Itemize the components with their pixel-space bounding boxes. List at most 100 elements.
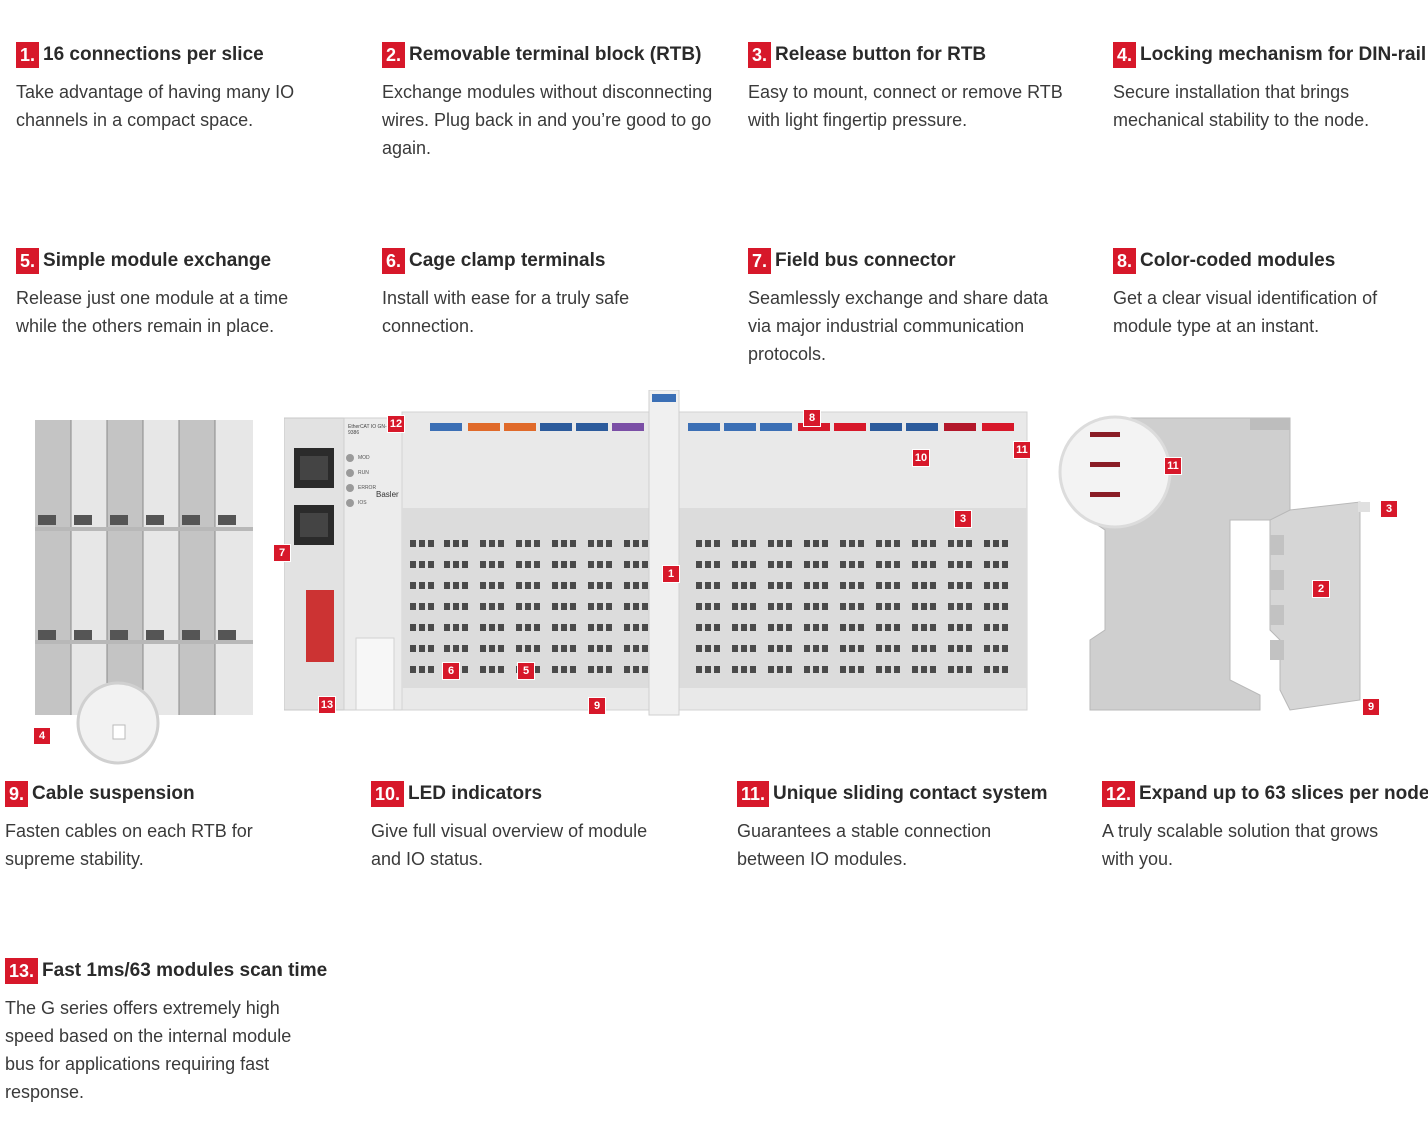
terminal-clamp xyxy=(930,645,936,652)
terminal-clamp xyxy=(1002,603,1008,610)
terminal-clamp xyxy=(813,582,819,589)
terminal-clamp xyxy=(453,645,459,652)
module-cap xyxy=(724,423,756,431)
terminal-clamp xyxy=(419,666,425,673)
module-cap xyxy=(834,423,866,431)
terminal-clamp xyxy=(786,561,792,568)
terminal-clamp xyxy=(741,666,747,673)
feature-4: 4.Locking mechanism for DIN-rail Secure … xyxy=(1113,40,1426,134)
feature-11: 11.Unique sliding contact system Guarant… xyxy=(737,779,1077,873)
terminal-clamp xyxy=(606,582,612,589)
terminal-clamp xyxy=(525,645,531,652)
module-cap xyxy=(612,423,644,431)
feature-13: 13.Fast 1ms/63 modules scan time The G s… xyxy=(5,956,345,1106)
terminal-clamp xyxy=(705,666,711,673)
terminal-clamp xyxy=(930,582,936,589)
terminal-clamp xyxy=(498,624,504,631)
terminal-clamp xyxy=(642,540,648,547)
callout-badge: 11 xyxy=(1013,441,1031,459)
feature-description: Secure installation that brings mechanic… xyxy=(1113,82,1370,130)
feature-title: Release button for RTB xyxy=(775,44,987,65)
terminal-clamp xyxy=(516,624,522,631)
feature-number: 7. xyxy=(748,248,772,274)
terminal-clamp xyxy=(804,540,810,547)
terminal-clamp xyxy=(480,624,486,631)
terminal-clamp xyxy=(489,540,495,547)
terminal-clamp xyxy=(525,603,531,610)
terminal-clamp xyxy=(921,624,927,631)
terminal-clamp xyxy=(606,645,612,652)
terminal-clamp xyxy=(534,624,540,631)
terminal-clamp xyxy=(534,645,540,652)
terminal-clamp xyxy=(705,540,711,547)
feature-number: 5. xyxy=(16,248,40,274)
module-cap xyxy=(760,423,792,431)
slices-illustration xyxy=(35,420,253,765)
terminal-clamp xyxy=(849,666,855,673)
terminal-clamp xyxy=(876,645,882,652)
callout-badge: 9 xyxy=(1362,698,1380,716)
terminal-clamp xyxy=(489,666,495,673)
terminal-clamp xyxy=(777,666,783,673)
terminal-clamp xyxy=(822,540,828,547)
terminal-clamp xyxy=(696,666,702,673)
terminal-clamp xyxy=(606,603,612,610)
feature-1: 1.16 connections per slice Take advantag… xyxy=(16,40,356,134)
terminal-clamp xyxy=(597,603,603,610)
terminal-clamp xyxy=(498,540,504,547)
terminal-clamp xyxy=(984,561,990,568)
terminal-clamp xyxy=(714,582,720,589)
terminal-clamp xyxy=(462,561,468,568)
terminal-clamp xyxy=(930,540,936,547)
terminal-clamp xyxy=(966,582,972,589)
terminal-clamp xyxy=(858,603,864,610)
terminal-clamp xyxy=(777,540,783,547)
terminal-clamp xyxy=(750,666,756,673)
terminal-clamp xyxy=(597,561,603,568)
module-cap xyxy=(870,423,902,431)
terminal-clamp xyxy=(453,624,459,631)
terminal-clamp xyxy=(741,582,747,589)
terminal-clamp xyxy=(786,582,792,589)
terminal-clamp xyxy=(462,603,468,610)
terminal-clamp xyxy=(849,645,855,652)
terminal-clamp xyxy=(633,666,639,673)
terminal-clamp xyxy=(570,624,576,631)
terminal-clamp xyxy=(768,624,774,631)
callout-badge: 6 xyxy=(442,662,460,680)
terminal-clamp xyxy=(849,561,855,568)
terminal-clamp xyxy=(419,561,425,568)
terminal-clamp xyxy=(552,624,558,631)
terminal-clamp xyxy=(552,603,558,610)
feature-title: Cage clamp terminals xyxy=(409,250,606,271)
terminal-clamp xyxy=(966,561,972,568)
terminal-clamp xyxy=(777,645,783,652)
terminal-clamp xyxy=(732,582,738,589)
terminal-clamp xyxy=(705,582,711,589)
terminal-clamp xyxy=(462,582,468,589)
terminal-clamp xyxy=(633,645,639,652)
terminal-clamp xyxy=(813,666,819,673)
terminal-clamp xyxy=(696,603,702,610)
feature-number: 8. xyxy=(1113,248,1137,274)
terminal-clamp xyxy=(1002,666,1008,673)
module-caps xyxy=(284,390,1034,720)
terminal-clamp xyxy=(428,603,434,610)
terminal-clamp xyxy=(462,540,468,547)
terminal-clamp xyxy=(948,561,954,568)
terminal-clamp xyxy=(410,603,416,610)
feature-title: LED indicators xyxy=(408,783,543,804)
terminal-clamp xyxy=(1002,540,1008,547)
module-cap xyxy=(944,423,976,431)
terminal-clamp xyxy=(768,603,774,610)
terminal-clamp xyxy=(840,645,846,652)
terminal-clamp xyxy=(768,582,774,589)
terminal-clamp xyxy=(453,582,459,589)
terminal-clamp xyxy=(428,540,434,547)
terminal-clamp xyxy=(930,561,936,568)
terminal-clamp xyxy=(696,561,702,568)
feature-title: Fast 1ms/63 modules scan time xyxy=(42,960,328,981)
terminal-clamp xyxy=(858,561,864,568)
terminal-clamp xyxy=(570,666,576,673)
terminal-clamp xyxy=(750,603,756,610)
